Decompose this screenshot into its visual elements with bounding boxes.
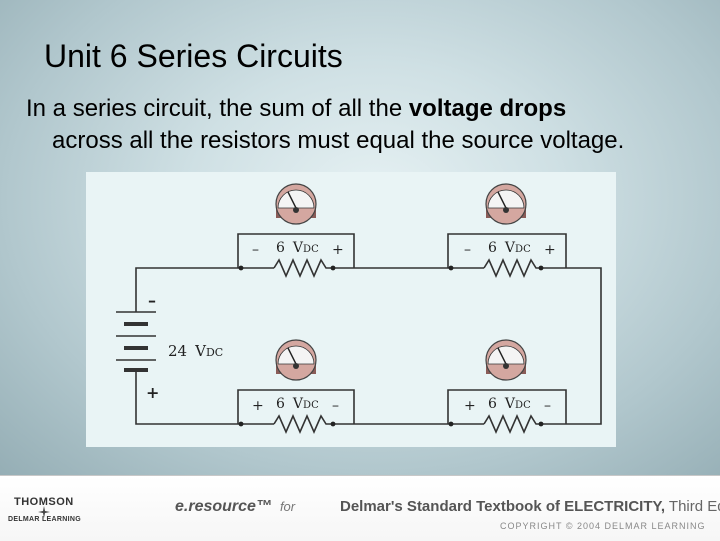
book-title-main: Delmar's Standard Textbook of ELECTRICIT… xyxy=(340,498,666,515)
voltmeter-bottom-left-icon xyxy=(275,339,317,381)
top-left-sign-right: + xyxy=(332,242,344,258)
top-left-sign-left: – xyxy=(252,242,259,258)
bottom-right-box xyxy=(447,389,567,424)
resistor-top-right xyxy=(483,258,541,278)
for-text: for xyxy=(279,499,296,514)
left-bottom-wire xyxy=(135,377,241,425)
circuit-wires xyxy=(135,233,602,434)
eresource-logo: e.resource™ for xyxy=(175,498,295,516)
battery-symbol xyxy=(116,311,156,372)
star-icon xyxy=(38,506,50,518)
top-right-sign-left: – xyxy=(464,242,471,258)
voltmeter-top-right-icon xyxy=(485,183,527,225)
body-line-1-bold: voltage drops xyxy=(408,95,567,122)
top-right-sign-right: + xyxy=(544,242,556,258)
voltmeter-bottom-right-icon xyxy=(485,339,527,381)
resistor-top-left xyxy=(273,258,333,278)
resistor-bottom-left xyxy=(273,414,333,434)
copyright-notice: COPYRIGHT © 2004 DELMAR LEARNING xyxy=(500,521,706,531)
slide-body: In a series circuit, the sum of all the … xyxy=(26,93,720,157)
book-edition: Third Edition xyxy=(668,498,720,515)
battery-plus-sign: + xyxy=(146,383,159,402)
eresource-text: e.resource™ xyxy=(175,498,272,515)
top-wire xyxy=(135,267,241,302)
footer-bar: THOMSON DELMAR LEARNING e.resource™ for D… xyxy=(0,475,720,541)
battery-minus-sign: – xyxy=(148,291,156,310)
bottom-left-box xyxy=(237,389,355,424)
voltmeter-top-left-icon xyxy=(275,183,317,225)
resistor-bottom-right xyxy=(483,414,541,434)
body-line-1-text: In a series circuit, the sum of all the xyxy=(26,95,409,122)
bottom-left-sign-right: – xyxy=(332,398,339,414)
bottom-right-sign-left: + xyxy=(464,398,476,414)
slide-title: Unit 6 Series Circuits xyxy=(44,38,343,74)
top-right-box xyxy=(447,233,567,268)
slide: Unit 6 Series Circuits In a series circu… xyxy=(0,0,720,475)
publisher-logo: THOMSON xyxy=(14,496,74,508)
bottom-right-sign-right: – xyxy=(544,398,551,414)
book-title: Delmar's Standard Textbook of ELECTRICIT… xyxy=(340,498,720,515)
junction-dots xyxy=(238,265,544,427)
right-top-wire xyxy=(541,267,602,425)
bottom-left-sign-left: + xyxy=(252,398,264,414)
imprint-logo: DELMAR LEARNING xyxy=(8,516,81,523)
body-line-2: across all the resistors must equal the … xyxy=(52,127,625,154)
body-line-1: In a series circuit, the sum of all the … xyxy=(26,93,720,125)
top-left-box xyxy=(237,233,355,268)
